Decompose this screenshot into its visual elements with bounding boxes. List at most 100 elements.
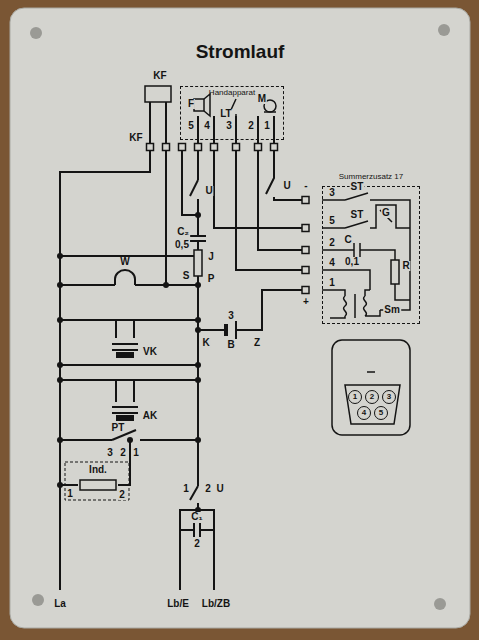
part-label: + xyxy=(302,297,310,307)
buzzer-circuit xyxy=(322,290,380,318)
buzzer-circuit xyxy=(391,260,399,284)
pin-number: 3 xyxy=(387,393,391,401)
wire xyxy=(60,319,198,321)
terminal xyxy=(271,144,278,151)
wire xyxy=(60,379,198,381)
part-label: ST xyxy=(350,210,365,220)
handset-symbols xyxy=(264,111,276,113)
junction-dot xyxy=(195,212,201,218)
part-label: 1 xyxy=(132,448,140,458)
unit-heading: Handapparat xyxy=(181,89,283,97)
wire xyxy=(150,102,166,143)
part-label: ST xyxy=(350,182,365,192)
handset-symbols xyxy=(194,94,276,116)
part-label: 1 xyxy=(66,489,74,499)
pin-circle: 2 xyxy=(365,390,379,404)
part-label: 4 xyxy=(203,121,211,131)
pin-circle: 4 xyxy=(357,406,371,420)
part-label: 0,1 xyxy=(344,257,360,267)
key-contact xyxy=(116,352,134,421)
buzzer-circuit xyxy=(322,193,410,310)
part-label: Sm xyxy=(383,305,401,315)
part-label: J xyxy=(207,252,215,262)
junction-dot xyxy=(195,282,201,288)
junction-dot xyxy=(57,362,63,368)
junction-dot xyxy=(57,317,63,323)
plug-drawing xyxy=(332,340,410,435)
wire xyxy=(266,151,302,200)
part-label: 2 xyxy=(204,484,212,494)
part-label: La xyxy=(53,599,67,609)
terminal xyxy=(302,287,309,294)
part-label: AK xyxy=(142,411,158,421)
handset-symbols xyxy=(204,94,210,116)
wire xyxy=(112,380,138,413)
pin-number: 1 xyxy=(353,393,357,401)
part-label: U xyxy=(204,186,213,196)
terminal xyxy=(211,144,218,151)
wire xyxy=(198,116,274,143)
junction-dot xyxy=(195,327,201,333)
part-label: KF xyxy=(152,71,167,81)
part-label: G xyxy=(381,208,391,218)
metal-plate xyxy=(438,24,450,36)
part-label: 5 xyxy=(328,216,336,226)
part-label: 3 xyxy=(225,121,233,131)
terminal xyxy=(302,197,309,204)
wire xyxy=(180,486,214,590)
terminal xyxy=(147,144,310,294)
part-label: 2 xyxy=(118,490,126,500)
wire xyxy=(198,290,302,330)
part-label: S xyxy=(182,271,191,281)
part-label: F xyxy=(187,99,195,109)
junction-dot xyxy=(57,482,63,488)
part-label: C₁ xyxy=(190,512,203,522)
part-label: R xyxy=(401,261,410,271)
buzzer-circuit xyxy=(322,205,410,228)
unit-heading: Summerzusatz 17 xyxy=(337,173,405,181)
wire xyxy=(112,320,138,350)
part-label: 2 xyxy=(119,448,127,458)
wire xyxy=(165,151,167,285)
part-label: 2 xyxy=(328,238,336,248)
wire xyxy=(197,151,199,180)
part-label: 3 xyxy=(227,311,235,321)
part-label: B xyxy=(226,340,235,350)
part-label: 1 xyxy=(263,121,271,131)
part-label: LT xyxy=(219,109,232,119)
part-label: 4 xyxy=(328,258,336,268)
resistor-symbol xyxy=(194,250,202,276)
resistor-symbol xyxy=(80,250,202,490)
junction-dot xyxy=(57,437,63,443)
part-label: 1 xyxy=(182,484,190,494)
part-label: C₂ xyxy=(176,227,190,237)
terminal xyxy=(163,144,170,151)
metal-plate xyxy=(10,8,470,628)
part-label: Ind. xyxy=(88,465,108,475)
junction-dot xyxy=(57,253,63,259)
wire xyxy=(235,321,237,339)
part-label: 3 xyxy=(106,448,114,458)
resistor-symbol xyxy=(80,480,116,490)
pin-number: 2 xyxy=(370,393,374,401)
junction-dot xyxy=(195,362,201,368)
part-label: KF xyxy=(128,133,143,143)
part-label: W xyxy=(119,257,130,267)
part-label: 3 xyxy=(328,188,336,198)
junction-dot xyxy=(127,437,133,443)
title: Stromlauf xyxy=(196,41,285,63)
wire xyxy=(236,151,302,270)
wire xyxy=(180,523,214,537)
plug-drawing xyxy=(367,371,375,373)
part-label: U xyxy=(282,181,291,191)
wire xyxy=(60,284,198,286)
wire xyxy=(258,151,302,250)
wire xyxy=(182,151,198,215)
wire xyxy=(60,86,302,590)
wire xyxy=(60,364,198,366)
buzzer-circuit xyxy=(322,243,410,300)
pin-circle: 1 xyxy=(348,390,362,404)
terminal xyxy=(233,144,240,151)
junction-dot xyxy=(57,282,63,288)
wire xyxy=(145,86,171,102)
